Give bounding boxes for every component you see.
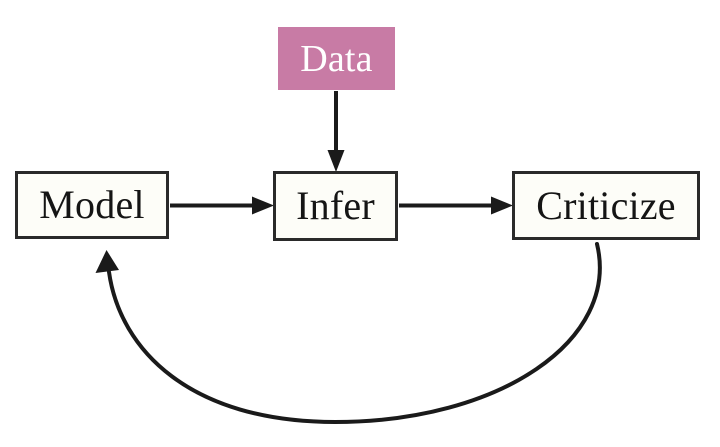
node-model-label: Model [39,182,145,227]
edge-model-to-infer [170,196,274,215]
edge-data-to-infer [327,91,345,172]
node-data-label: Data [300,37,373,80]
edge-criticize-to-model-arrowhead [95,250,119,273]
node-infer[interactable]: Infer [273,171,398,241]
node-criticize[interactable]: Criticize [512,171,700,240]
node-data[interactable]: Data [278,27,395,90]
edge-model-to-infer-arrowhead [252,196,274,215]
node-model[interactable]: Model [15,171,169,239]
edge-infer-to-criticize-arrowhead [491,196,513,215]
edge-criticize-to-model [95,242,602,425]
edge-infer-to-criticize [399,196,513,215]
node-infer-label: Infer [296,183,375,228]
edge-data-to-infer-arrowhead [327,150,345,172]
edge-criticize-to-model-curve [107,242,602,425]
node-criticize-label: Criticize [536,182,676,228]
